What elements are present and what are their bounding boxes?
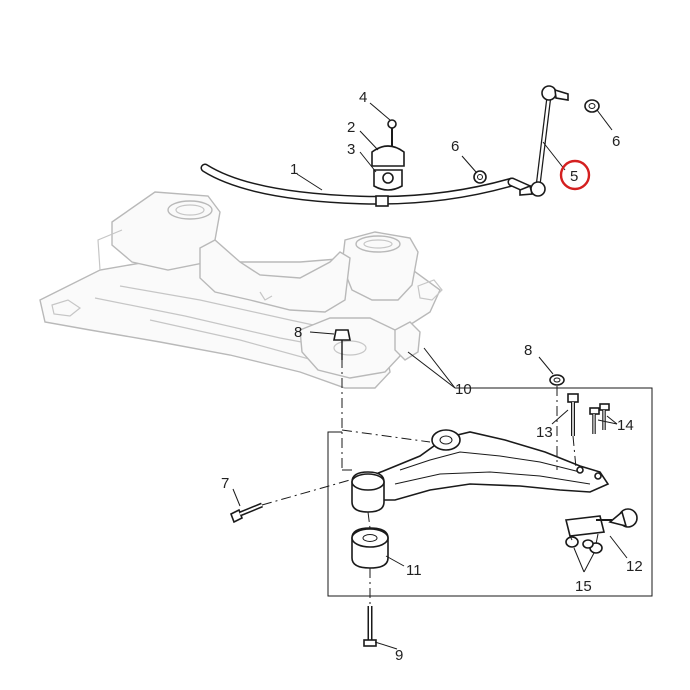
callout-labels: 1 2 3 4 6 5 6 8 8 10 7 13 14 11 12 15 9 xyxy=(221,89,643,664)
callout-13: 13 xyxy=(536,424,553,441)
callout-10: 10 xyxy=(455,381,472,398)
ball-joint-bolts xyxy=(589,403,610,434)
callout-15: 15 xyxy=(575,578,592,595)
callout-11: 11 xyxy=(406,562,422,579)
callout-6-right: 6 xyxy=(612,133,620,150)
front-bolt xyxy=(229,502,263,524)
arm-nut xyxy=(549,374,565,386)
callout-3: 3 xyxy=(347,141,355,158)
callout-8-upper: 8 xyxy=(294,324,302,341)
callout-4: 4 xyxy=(359,89,367,106)
alignment-lines xyxy=(261,358,599,606)
arm-bolt xyxy=(567,393,579,436)
leader-lines xyxy=(232,102,628,650)
rear-bolt xyxy=(363,606,377,647)
callout-6-left: 6 xyxy=(451,138,459,155)
callout-12: 12 xyxy=(626,558,643,575)
lower-control-arm xyxy=(351,429,610,513)
callout-9: 9 xyxy=(395,647,403,664)
rear-bush xyxy=(351,527,389,569)
link-nut-left xyxy=(473,170,487,184)
callout-7: 7 xyxy=(221,475,229,492)
subframe-nut xyxy=(333,329,351,360)
subframe xyxy=(39,191,443,389)
callout-14: 14 xyxy=(617,417,634,434)
ball-joint-nuts xyxy=(565,536,603,554)
callout-1: 1 xyxy=(290,161,298,178)
link-nut-right xyxy=(584,99,600,113)
bar-bushing-and-clamp xyxy=(371,119,405,191)
callout-8-lower: 8 xyxy=(524,342,532,359)
lower-arm-assembly-box xyxy=(327,387,653,597)
callout-5-highlight-ring xyxy=(559,159,591,191)
stabilizer-link xyxy=(519,85,569,197)
callout-5: 5 xyxy=(570,168,578,185)
callout-2: 2 xyxy=(347,119,355,136)
ball-joint xyxy=(565,508,638,537)
